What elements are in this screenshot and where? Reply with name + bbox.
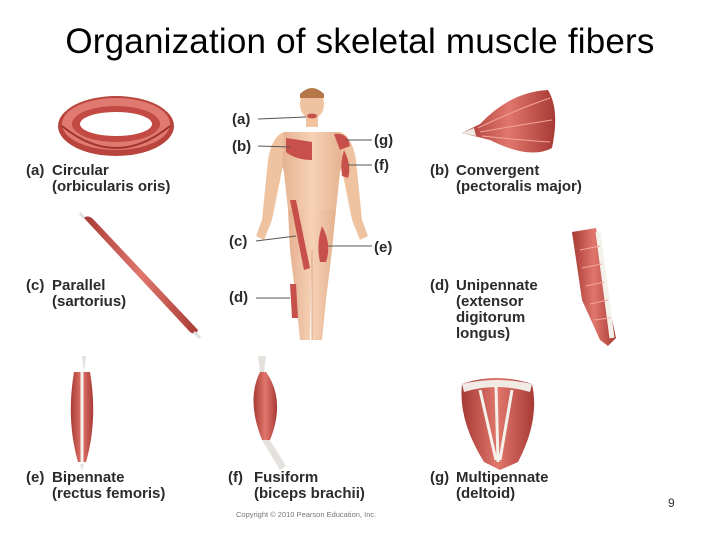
- human-figure-image: [256, 88, 368, 340]
- callout-c: (c): [229, 234, 247, 250]
- parallel-muscle-image: [80, 213, 200, 338]
- caption-convergent: (b)Convergent (pectoralis major): [430, 163, 582, 195]
- callout-a: (a): [232, 112, 250, 128]
- bipennate-muscle-image: [71, 356, 93, 472]
- page-number: 9: [668, 496, 675, 510]
- caption-letter: (d): [430, 278, 456, 294]
- caption-example: (deltoid): [430, 486, 549, 502]
- caption-unipennate: (d)Unipennate (extensor digitorum longus…: [430, 278, 538, 342]
- callout-f: (f): [374, 158, 389, 174]
- callout-b: (b): [232, 139, 251, 155]
- caption-type: Convergent: [456, 162, 539, 179]
- caption-example-line2: digitorum: [430, 310, 538, 326]
- caption-example: (sartorius): [26, 294, 126, 310]
- callout-g: (g): [374, 133, 393, 149]
- caption-type: Fusiform: [254, 469, 318, 486]
- caption-example: (rectus femoris): [26, 486, 165, 502]
- caption-type: Multipennate: [456, 469, 549, 486]
- fusiform-muscle-image: [253, 356, 286, 470]
- unipennate-muscle-image: [572, 228, 616, 346]
- caption-example-line3: longus): [430, 326, 538, 342]
- caption-letter: (e): [26, 470, 52, 486]
- caption-example: (biceps brachii): [228, 486, 365, 502]
- caption-type: Circular: [52, 162, 109, 179]
- caption-multipennate: (g)Multipennate (deltoid): [430, 470, 549, 502]
- caption-letter: (a): [26, 163, 52, 179]
- convergent-muscle-image: [462, 90, 555, 153]
- multipennate-muscle-image: [461, 378, 534, 470]
- callout-e: (e): [374, 240, 392, 256]
- caption-example: (orbicularis oris): [26, 179, 170, 195]
- caption-type: Unipennate: [456, 277, 538, 294]
- caption-letter: (f): [228, 470, 254, 486]
- caption-fusiform: (f)Fusiform (biceps brachii): [228, 470, 365, 502]
- caption-example: (pectoralis major): [430, 179, 582, 195]
- caption-parallel: (c)Parallel (sartorius): [26, 278, 126, 310]
- circular-muscle-image: [58, 96, 174, 156]
- caption-type: Parallel: [52, 277, 105, 294]
- copyright-notice: Copyright © 2010 Pearson Education, Inc.: [236, 510, 376, 519]
- caption-letter: (c): [26, 278, 52, 294]
- caption-letter: (g): [430, 470, 456, 486]
- callout-d: (d): [229, 290, 248, 306]
- caption-type: Bipennate: [52, 469, 125, 486]
- caption-bipennate: (e)Bipennate (rectus femoris): [26, 470, 165, 502]
- caption-letter: (b): [430, 163, 456, 179]
- caption-example-line1: (extensor: [430, 294, 538, 310]
- caption-circular: (a)Circular (orbicularis oris): [26, 163, 170, 195]
